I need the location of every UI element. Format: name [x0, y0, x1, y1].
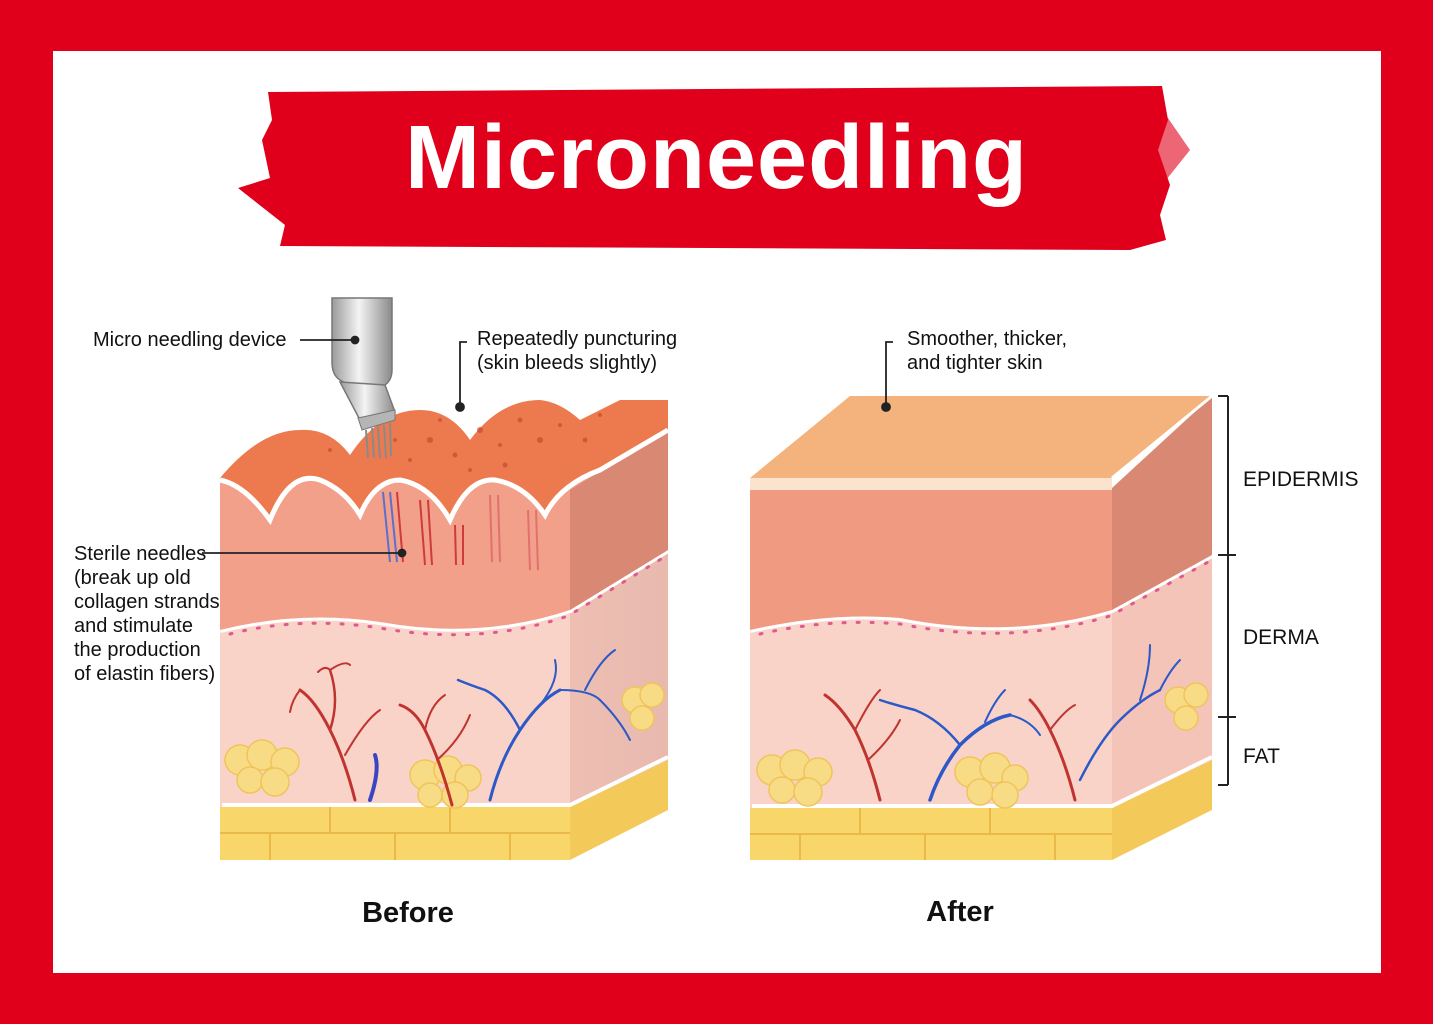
- result-label: Smoother, thicker, and tighter skin: [907, 328, 1068, 374]
- puncture-label: Repeatedly puncturing (skin bleeds sligh…: [477, 328, 678, 374]
- page-title: Microneedling: [404, 108, 1029, 208]
- layer-label-derma: DERMA: [1243, 626, 1319, 649]
- before-fat-side: [570, 760, 668, 860]
- layer-bracket: [1218, 395, 1236, 786]
- microneedling-device: [331, 297, 397, 459]
- before-skin-block: [219, 297, 670, 860]
- before-epidermis-top: [220, 400, 668, 520]
- before-epidermis-side: [570, 430, 668, 610]
- before-blood-vessels: [289, 649, 631, 807]
- device-label: Micro needling device: [93, 329, 287, 351]
- layer-label-epidermis: EPIDERMIS: [1243, 468, 1359, 491]
- before-derma-front: [220, 610, 570, 807]
- after-caption: After: [926, 896, 994, 928]
- needles-label: Sterile needles (break up old collagen s…: [74, 543, 220, 685]
- layer-label-fat: FAT: [1243, 745, 1280, 768]
- leader-lines: [202, 335, 893, 558]
- before-caption: Before: [362, 897, 454, 929]
- title-banner: [238, 86, 1190, 250]
- before-fat-cells: [224, 682, 665, 809]
- before-epidermis-front: [220, 430, 668, 630]
- after-skin-block: [749, 394, 1214, 860]
